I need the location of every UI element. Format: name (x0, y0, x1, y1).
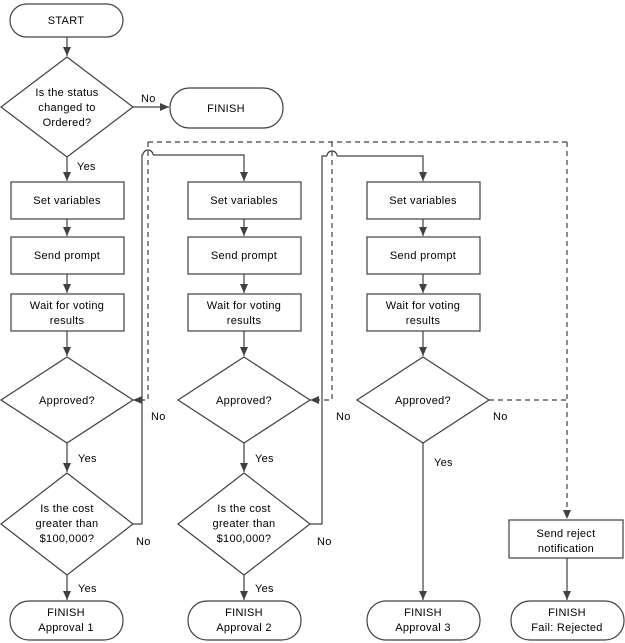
approved3-no-label: No (493, 411, 508, 423)
approved1-yes-label: Yes (78, 453, 97, 465)
stage1-cost-diamond (0, 472, 134, 576)
finish-approval2-terminator (187, 600, 302, 641)
stage3-wait-voting-box (366, 293, 481, 332)
stage3-column: Set variables Send prompt Wait for votin… (355, 181, 491, 444)
cost1-no-label: No (136, 536, 151, 548)
finish-approval1-line1: FINISH (47, 607, 85, 619)
stage3-set-variables-box (366, 181, 481, 220)
stage2-approved-diamond (176, 356, 312, 444)
start-terminator (9, 3, 124, 38)
finish-fail-terminator (510, 600, 625, 641)
stage1-column: Set variables Send prompt Wait for votin… (0, 181, 135, 576)
stage1-send-prompt-label: Send prompt (34, 250, 100, 262)
finish-approval2-node: FINISH Approval 2 (187, 600, 302, 641)
status-yes-label: Yes (77, 161, 96, 173)
finish-approval3-terminator (366, 600, 481, 641)
status-line3: Ordered? (43, 117, 92, 129)
stage1-set-variables-label: Set variables (33, 195, 101, 207)
finish-approval1-terminator (9, 600, 124, 641)
stage2-cost-diamond (177, 472, 311, 576)
finish-approval2-line1: FINISH (225, 607, 263, 619)
stage1-send-prompt-box (10, 236, 125, 275)
solid-connectors (63, 37, 571, 600)
stage3-send-prompt-box (366, 236, 481, 275)
stage2-send-prompt-box (187, 236, 302, 275)
status-no-label: No (141, 93, 156, 105)
finish-approval3-node: FINISH Approval 3 (366, 600, 481, 641)
stage2-wait-voting-line1: Wait for voting (207, 300, 281, 312)
finish-approval3-line2: Approval 3 (395, 622, 451, 634)
approved2-yes-label: Yes (255, 453, 274, 465)
status-decision-diamond (0, 56, 134, 158)
stage1-approved-diamond (0, 356, 135, 444)
finish-fail-line1: FINISH (548, 607, 586, 619)
approved3-yes-label: Yes (434, 457, 453, 469)
send-reject-node: Send reject notification (508, 519, 624, 559)
finish-approval3-line1: FINISH (404, 607, 442, 619)
stage1-wait-voting-box (10, 293, 125, 332)
edge-labels: No Yes No Yes No Yes No Yes No Yes No Ye… (77, 93, 508, 595)
connector-cost2-no-to-set3-b (337, 155, 427, 181)
stage2-column: Set variables Send prompt Wait for votin… (176, 181, 312, 576)
finish-fail-node: FINISH Fail: Rejected (510, 600, 625, 641)
send-reject-line1: Send reject (537, 528, 596, 540)
stage2-cost-line2: greater than (213, 518, 276, 530)
stage2-set-variables-box (187, 181, 302, 220)
send-reject-box (508, 519, 624, 559)
stage2-wait-voting-line2: results (227, 315, 262, 327)
status-line2: changed to (38, 102, 95, 114)
stage3-set-variables-label: Set variables (389, 195, 457, 207)
connector-cost2-no-to-set3-a (310, 155, 327, 525)
stage1-wait-voting-line1: Wait for voting (30, 300, 104, 312)
stage2-wait-voting-box (187, 293, 302, 332)
cost2-no-label: No (317, 536, 332, 548)
status-decision-node: Is the status changed to Ordered? (0, 56, 134, 158)
connector-cost1-no-to-set2-a (133, 154, 143, 525)
stage1-cost-line2: greater than (36, 518, 99, 530)
stage1-cost-line3: $100,000? (40, 533, 95, 545)
stage2-cost-line3: $100,000? (217, 533, 272, 545)
stage2-send-prompt-label: Send prompt (211, 250, 277, 262)
line-jump-1 (142, 149, 154, 156)
finish-approval1-node: FINISH Approval 1 (9, 600, 124, 641)
line-jump-2 (326, 150, 338, 157)
dashed-connector-into-approved-2 (310, 142, 333, 404)
stage1-cost-line1: Is the cost (40, 503, 93, 515)
stage1-set-variables-box (10, 181, 125, 220)
cost1-yes-label: Yes (78, 583, 97, 595)
connector-cost1-no-to-set2-b (153, 154, 248, 181)
dashed-connector-into-approved-1 (133, 142, 149, 404)
stage3-approved-label: Approved? (395, 395, 451, 407)
cost2-yes-label: Yes (255, 583, 274, 595)
finish-approval2-line2: Approval 2 (216, 622, 272, 634)
stage2-approved-label: Approved? (216, 395, 272, 407)
approved2-no-label: No (336, 411, 351, 423)
status-line1: Is the status (35, 87, 98, 99)
stage1-wait-voting-line2: results (50, 315, 85, 327)
dashed-reject-connectors (133, 141, 571, 519)
finish-fail-line2: Fail: Rejected (531, 622, 602, 634)
send-reject-line2: notification (538, 543, 594, 555)
finish-no-change-label: FINISH (207, 103, 245, 115)
stage2-set-variables-label: Set variables (210, 195, 278, 207)
stage3-wait-voting-line1: Wait for voting (386, 300, 460, 312)
stage3-wait-voting-line2: results (406, 315, 441, 327)
stage1-approved-label: Approved? (39, 395, 95, 407)
finish-approval1-line2: Approval 1 (38, 622, 94, 634)
approved1-no-label: No (151, 411, 166, 423)
stage2-cost-line1: Is the cost (217, 503, 270, 515)
finish-no-change-terminator (169, 87, 284, 129)
stage3-approved-diamond (355, 356, 491, 444)
start-label: START (48, 15, 85, 27)
stage3-send-prompt-label: Send prompt (390, 250, 456, 262)
finish-no-change-node: FINISH (169, 87, 284, 129)
start-node: START (9, 3, 124, 38)
